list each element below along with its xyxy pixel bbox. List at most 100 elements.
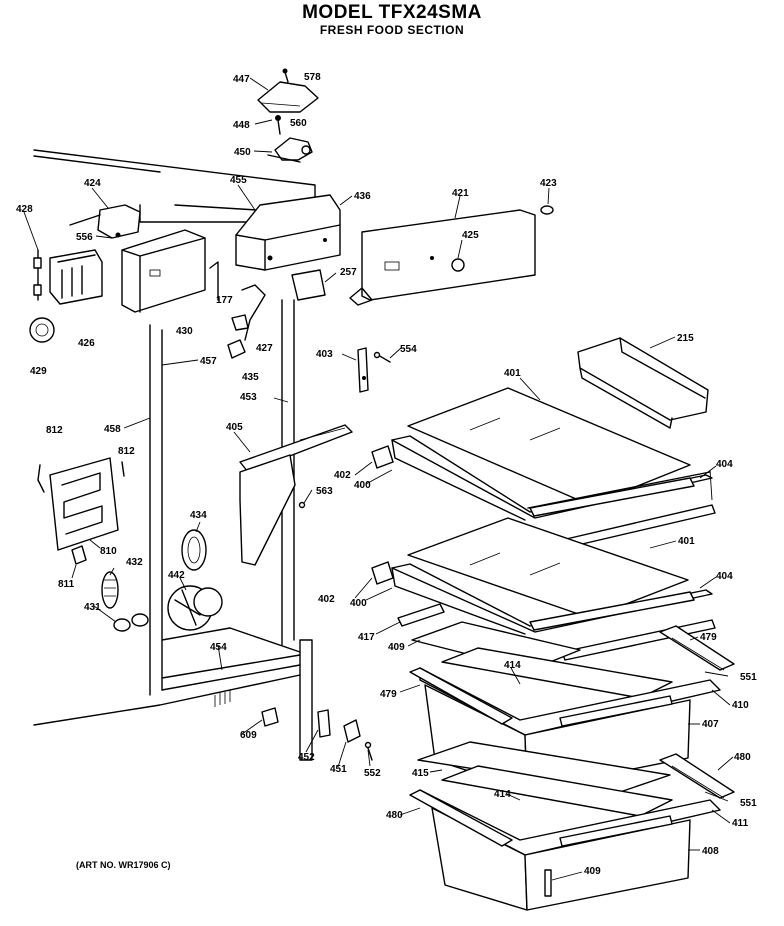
part-609-roller <box>261 707 279 727</box>
page-subtitle: FRESH FOOD SECTION <box>319 23 465 37</box>
callout-447: 447 <box>233 74 250 85</box>
part-402-bracket-lower <box>371 561 394 585</box>
callout-414b: 414 <box>494 789 511 800</box>
callout-402b: 402 <box>318 594 335 605</box>
callout-560: 560 <box>290 118 307 129</box>
part-430-light-housing <box>121 229 206 313</box>
callout-427: 427 <box>256 343 273 354</box>
callout-479b: 479 <box>380 689 397 700</box>
part-480-slide-right <box>659 753 735 799</box>
part-447-cover <box>257 68 319 113</box>
callout-257: 257 <box>340 267 357 278</box>
part-408-crisper-pan-lower <box>419 789 721 911</box>
callout-810: 810 <box>100 546 117 557</box>
callout-424: 424 <box>84 178 101 189</box>
part-414-pan-frame-upper <box>441 647 673 699</box>
callout-811: 811 <box>58 579 75 590</box>
callout-458: 458 <box>104 424 121 435</box>
callout-408: 408 <box>702 846 719 857</box>
part-402-bracket-upper <box>371 445 394 469</box>
callout-401a: 401 <box>504 368 521 379</box>
part-257-relay <box>291 269 326 301</box>
callout-423: 423 <box>540 178 557 189</box>
callout-417: 417 <box>358 632 375 643</box>
callout-563: 563 <box>316 486 333 497</box>
callout-432: 432 <box>126 557 143 568</box>
callout-411: 411 <box>732 818 749 829</box>
callout-415: 415 <box>412 768 429 779</box>
callout-552: 552 <box>364 768 381 779</box>
part-177-wire <box>209 261 219 301</box>
callout-457: 457 <box>200 356 217 367</box>
part-426-light-socket <box>49 249 103 305</box>
part-429-bulb <box>29 317 55 343</box>
part-421-control-panel <box>349 209 536 306</box>
part-479-slide-left <box>409 667 513 725</box>
part-414-pan-frame-lower <box>441 765 673 817</box>
part-427-harness <box>231 284 266 341</box>
callout-578: 578 <box>304 72 321 83</box>
callout-452: 452 <box>298 752 315 763</box>
callout-450: 450 <box>234 147 251 158</box>
callout-409b: 409 <box>584 866 601 877</box>
callout-426: 426 <box>78 338 95 349</box>
callout-400a: 400 <box>354 480 371 491</box>
callout-442: 442 <box>168 570 185 581</box>
callout-404b: 404 <box>716 571 733 582</box>
callout-609: 609 <box>240 730 257 741</box>
part-448-damper <box>267 115 313 163</box>
callout-400b: 400 <box>350 598 367 609</box>
callout-436: 436 <box>354 191 371 202</box>
callout-425: 425 <box>462 230 479 241</box>
part-452-bracket <box>317 709 331 738</box>
part-403-bracket <box>357 347 369 393</box>
callout-402a: 402 <box>334 470 351 481</box>
callout-480a: 480 <box>734 752 751 763</box>
part-554-screw <box>373 351 391 363</box>
callout-403: 403 <box>316 349 333 360</box>
callout-429: 429 <box>30 366 47 377</box>
part-424-thermostat <box>69 204 141 239</box>
part-479-slide-right <box>659 625 735 671</box>
callout-451: 451 <box>330 764 347 775</box>
callout-177: 177 <box>216 295 233 306</box>
callout-551b: 551 <box>740 798 757 809</box>
callout-554: 554 <box>400 344 417 355</box>
callout-407: 407 <box>702 719 719 730</box>
part-401-glass-shelf-lower <box>407 517 689 619</box>
part-810-heater-panel <box>37 457 125 551</box>
part-451-hinge <box>343 719 361 743</box>
callout-434: 434 <box>190 510 207 521</box>
callout-812a: 812 <box>46 425 63 436</box>
callout-409a: 409 <box>388 642 405 653</box>
part-405-shelf-support <box>239 424 353 566</box>
part-432-spring <box>101 571 119 609</box>
callout-428a: 428 <box>16 204 33 215</box>
callout-404a: 404 <box>716 459 733 470</box>
part-563-screw <box>298 501 306 509</box>
part-417-rail <box>397 603 445 627</box>
part-435-connector <box>227 339 246 359</box>
callout-430: 430 <box>176 326 193 337</box>
callout-453: 453 <box>240 392 257 403</box>
part-480-slide-left <box>409 789 513 847</box>
callout-215: 215 <box>677 333 694 344</box>
part-434-grommet <box>181 529 207 571</box>
part-215-shelf-bin <box>577 337 709 429</box>
part-400-shelf-frame-lower <box>391 563 713 635</box>
part-431-motor-mount <box>113 613 149 632</box>
callout-812b: 812 <box>118 446 135 457</box>
callout-479a: 479 <box>700 632 717 643</box>
callout-410: 410 <box>732 700 749 711</box>
leader-lines <box>23 77 734 881</box>
callout-431: 431 <box>84 602 101 613</box>
callout-405: 405 <box>226 422 243 433</box>
part-401-glass-shelf-upper <box>407 387 691 506</box>
callout-401b: 401 <box>678 536 695 547</box>
callout-455: 455 <box>230 175 247 186</box>
callout-551a: 551 <box>740 672 757 683</box>
part-423-knob <box>540 205 554 215</box>
art-number: (ART NO. WR17906 C) <box>76 860 171 870</box>
callout-556: 556 <box>76 232 93 243</box>
